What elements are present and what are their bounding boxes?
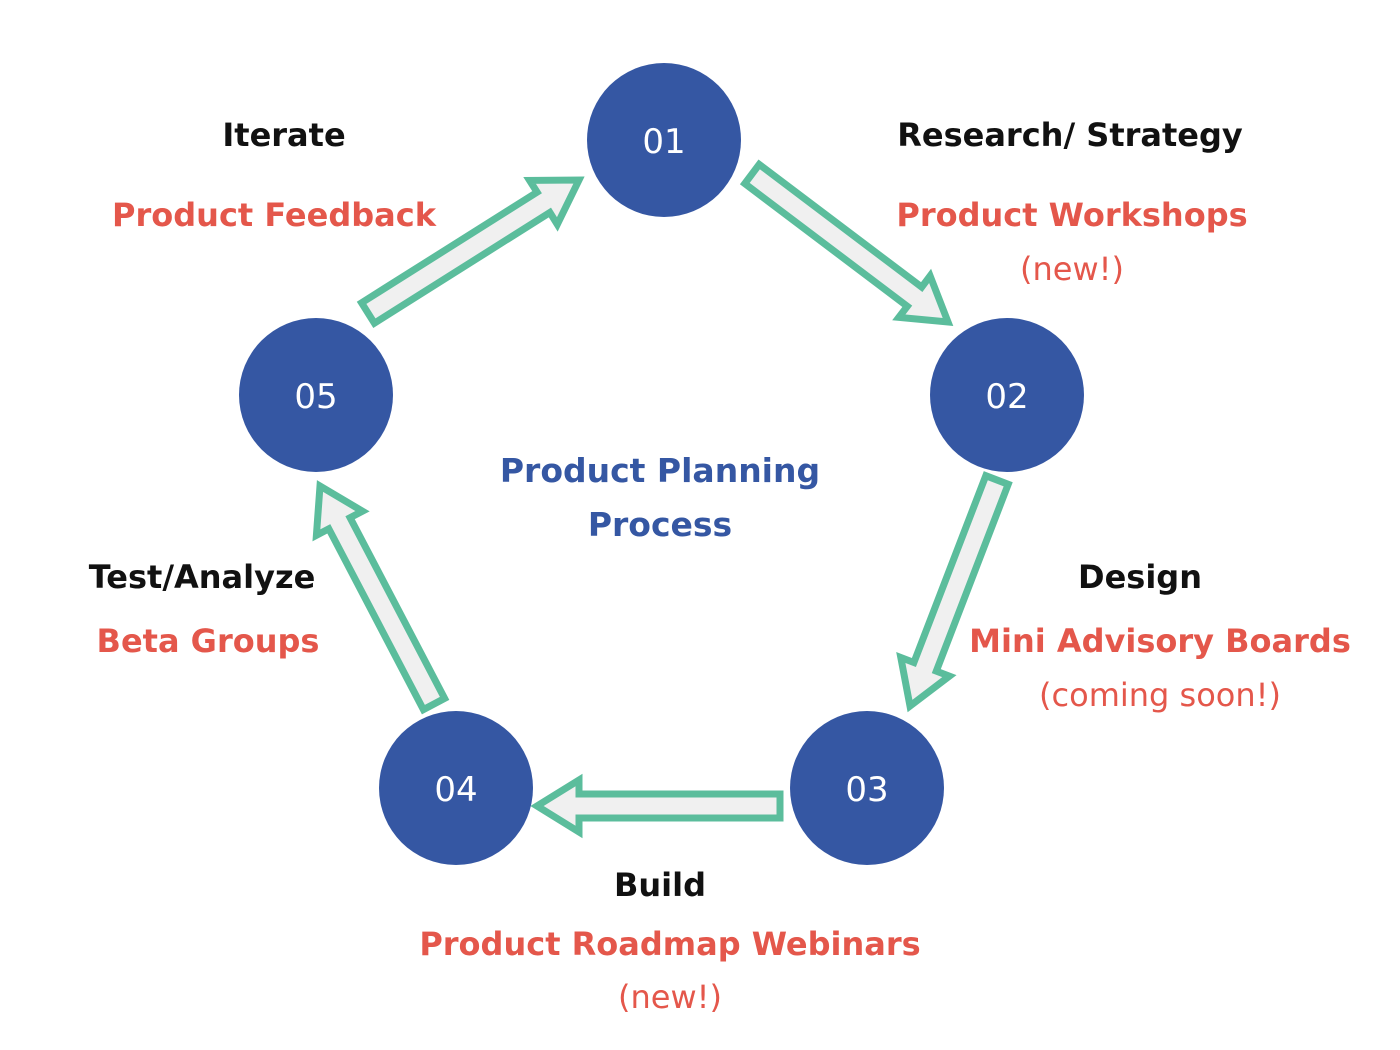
node-01-label: 01: [642, 122, 685, 162]
stage-02-program: Mini Advisory Boards: [969, 622, 1351, 660]
cycle-arrows: [312, 159, 1013, 839]
arrow-05-to-01: [356, 176, 585, 329]
node-04: 04: [379, 711, 533, 865]
node-04-circle: [379, 711, 533, 865]
stage-03-program: Product Roadmap Webinars: [419, 925, 920, 963]
stage-04-program: Beta Groups: [97, 622, 320, 660]
stage-05-title: Iterate: [222, 116, 345, 154]
node-02: 02: [930, 318, 1084, 472]
stage-02-title: Design: [1078, 558, 1202, 596]
stage-02-note: (coming soon!): [1039, 676, 1281, 714]
center-title-line2: Process: [588, 505, 732, 544]
stage-01-title: Research/ Strategy: [897, 116, 1243, 154]
node-01: 01: [587, 63, 741, 217]
arrow-03-to-04: [530, 773, 784, 839]
center-title-line1: Product Planning: [500, 451, 820, 490]
stage-01-program: Product Workshops: [896, 196, 1247, 234]
node-05: 05: [239, 318, 393, 472]
stage-03-title: Build: [614, 866, 706, 904]
node-03: 03: [790, 711, 944, 865]
node-03-label: 03: [845, 770, 888, 810]
node-01-circle: [587, 63, 741, 217]
arrow-01-to-02: [739, 159, 954, 327]
node-04-label: 04: [434, 770, 477, 810]
stage-01-note: (new!): [1020, 250, 1124, 288]
node-02-circle: [930, 318, 1084, 472]
stage-04-title: Test/Analyze: [89, 558, 316, 596]
node-05-circle: [239, 318, 393, 472]
node-02-label: 02: [985, 377, 1028, 417]
arrow-02-to-03: [896, 471, 1013, 713]
arrow-04-to-05: [312, 480, 450, 715]
stage-05-program: Product Feedback: [112, 196, 437, 234]
stage-03-note: (new!): [618, 978, 722, 1016]
node-03-circle: [790, 711, 944, 865]
node-05-label: 05: [294, 377, 337, 417]
